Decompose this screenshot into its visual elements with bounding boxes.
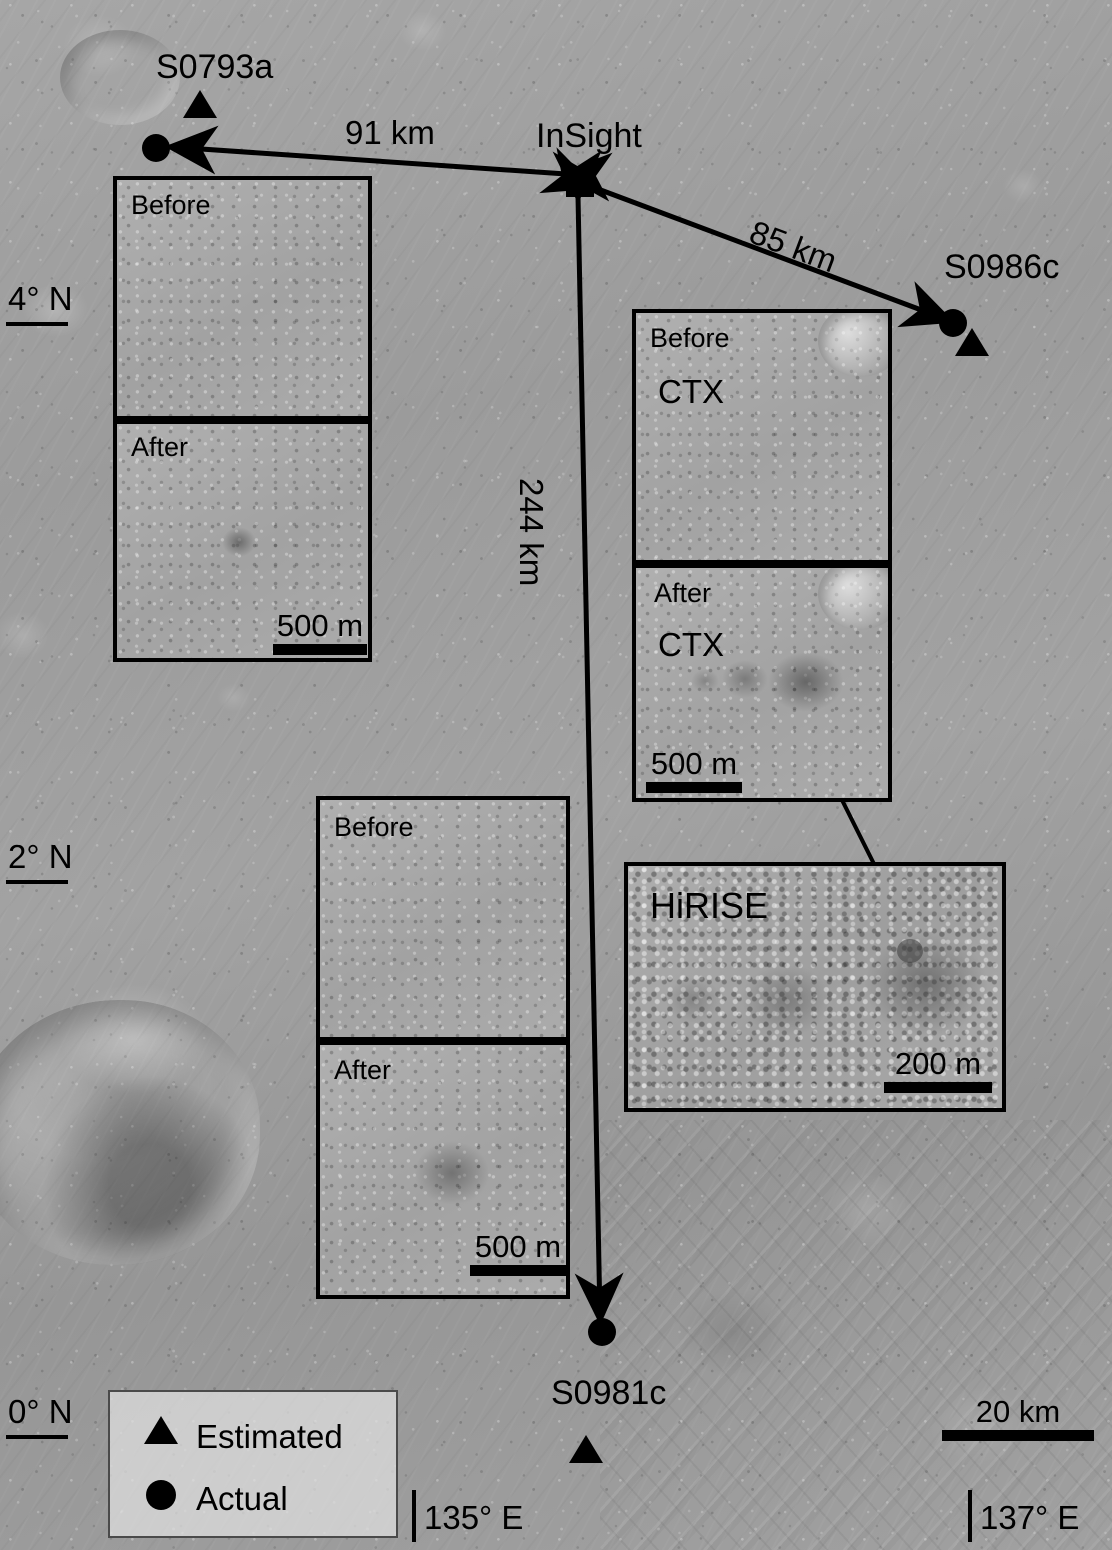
inset-instrument-label-hirise: HiRISE (650, 885, 769, 926)
scale-bar-line (884, 1082, 992, 1093)
inset-label-before: Before (650, 323, 730, 353)
scale-bar-line (646, 782, 742, 793)
impact-blast-zone-main (767, 650, 846, 713)
map-scale-bar-line (942, 1430, 1094, 1441)
scale-bar-label: 500 m (474, 1229, 562, 1264)
inset-label-before: Before (334, 812, 414, 842)
legend-circle-icon (146, 1480, 176, 1510)
impact-blast-zone-secondary (721, 660, 768, 698)
inset-image-hirise (628, 866, 1002, 1108)
scale-bar-label: 500 m (276, 608, 364, 643)
scale-bar-200m-hirise: 200 m (884, 1048, 992, 1093)
inset-label-after: After (131, 432, 189, 462)
crater-in-inset (818, 568, 888, 630)
scale-bar-line (273, 644, 367, 655)
inset-label-after: After (654, 578, 712, 608)
legend-row-estimated: Estimated (110, 1414, 396, 1464)
lat-tick-4n (6, 322, 68, 326)
distance-label-244km: 244 km (513, 478, 550, 587)
s0981c-estimated-marker-triangle (569, 1435, 603, 1463)
lon-label-137e: 137° E (980, 1499, 1080, 1536)
rough-terrain-southeast (600, 1120, 1112, 1550)
inset-s0986c-after-ctx: After CTX 500 m (632, 564, 892, 802)
inset-instrument-label-ctx: CTX (658, 626, 724, 663)
map-scale-bar-label: 20 km (975, 1394, 1061, 1429)
impact-blast-zone-tertiary (691, 669, 720, 694)
scale-bar-label: 200 m (894, 1046, 982, 1081)
hirise-crater-cluster-tertiary (665, 977, 722, 1024)
insight-marker-square (566, 169, 594, 197)
scale-bar-500m-s0793a: 500 m (273, 610, 367, 655)
legend-label-estimated: Estimated (196, 1418, 343, 1455)
impact-blast-zone (413, 1140, 492, 1206)
legend-triangle-icon (144, 1416, 178, 1444)
inset-s0793a-before: Before (113, 176, 372, 420)
legend-box: Estimated Actual (108, 1390, 398, 1538)
scale-bar-label: 500 m (650, 746, 738, 781)
inset-image-s0981c-after (320, 1045, 566, 1295)
s0986c-estimated-marker-triangle (955, 328, 989, 356)
lon-label-135e: 135° E (424, 1499, 524, 1536)
scale-bar-500m-s0981c: 500 m (470, 1231, 566, 1276)
scale-bar-line (470, 1265, 566, 1276)
lat-label-2n: 2° N (8, 838, 73, 875)
hirise-crater-cluster-secondary (740, 962, 833, 1037)
impact-blast-zone (222, 526, 257, 557)
s0793a-estimated-marker-triangle (183, 90, 217, 118)
hirise-crater-pit (897, 938, 924, 963)
inset-s0986c-hirise: HiRISE 200 m (624, 862, 1006, 1112)
lat-label-0n: 0° N (8, 1393, 73, 1430)
lat-tick-0n (6, 1435, 68, 1439)
crater-in-inset (818, 313, 888, 377)
inset-label-before: Before (131, 190, 211, 220)
lat-tick-2n (6, 880, 68, 884)
inset-label-after: After (334, 1055, 392, 1085)
inset-instrument-label-ctx: CTX (658, 373, 724, 410)
legend-row-actual: Actual (110, 1478, 396, 1528)
lat-label-4n: 4° N (8, 280, 73, 317)
distance-label-91km: 91 km (345, 114, 435, 151)
scale-bar-500m-s0986c: 500 m (646, 748, 742, 793)
legend-label-actual: Actual (196, 1480, 288, 1517)
inset-image-s0793a-before (117, 180, 368, 416)
inset-image-s0981c-before (320, 800, 566, 1037)
hirise-crater-cluster-main (859, 928, 992, 1041)
s0981c-actual-marker-circle (588, 1318, 616, 1346)
inset-s0981c-before: Before (316, 796, 570, 1041)
inset-s0981c-after: After 500 m (316, 1041, 570, 1299)
inset-s0793a-after: After 500 m (113, 420, 372, 662)
inset-s0986c-before-ctx: Before CTX (632, 309, 892, 564)
event-label-s0793a: S0793a (156, 48, 274, 86)
s0793a-actual-marker-circle (142, 134, 170, 162)
map-scale-bar: 20 km (942, 1396, 1094, 1441)
insight-label: InSight (536, 117, 642, 155)
event-label-s0986c: S0986c (944, 248, 1060, 286)
event-label-s0981c: S0981c (551, 1374, 667, 1412)
large-crater-feature (0, 1000, 260, 1265)
lon-tick-137e (968, 1490, 972, 1542)
lon-tick-135e (412, 1490, 416, 1542)
